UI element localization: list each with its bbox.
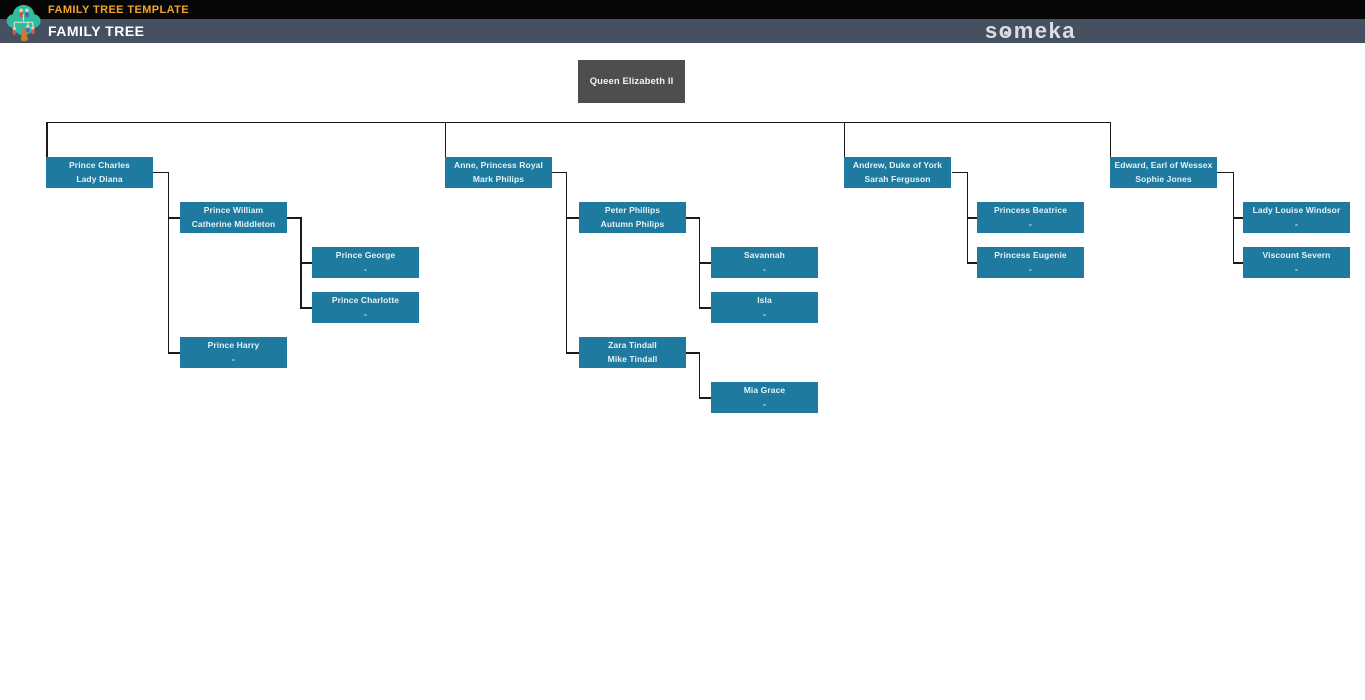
connector xyxy=(1109,121,1111,157)
node-prince-harry[interactable]: Prince Harry - xyxy=(180,337,287,368)
connector xyxy=(552,171,567,173)
person-name: Zara Tindall xyxy=(608,340,657,350)
brand-text: s xyxy=(985,18,999,43)
person-name: Prince William xyxy=(203,205,264,215)
connector xyxy=(167,171,169,354)
node-prince-charlotte[interactable]: Prince Charlotte - xyxy=(312,292,419,323)
person-spouse: Lady Diana xyxy=(76,173,123,184)
person-name: Queen Elizabeth II xyxy=(589,75,674,87)
person-spouse: - xyxy=(763,398,766,409)
connector xyxy=(46,121,1111,123)
node-anne-princess-royal[interactable]: Anne, Princess Royal Mark Philips xyxy=(445,157,552,188)
person-spouse: Catherine Middleton xyxy=(191,218,276,229)
person-name: Andrew, Duke of York xyxy=(852,160,943,170)
node-princess-eugenie[interactable]: Princess Eugenie - xyxy=(977,247,1084,278)
person-name: Mia Grace xyxy=(743,385,786,395)
node-princess-beatrice[interactable]: Princess Beatrice - xyxy=(977,202,1084,233)
header-top-bar: FAMILY TREE TEMPLATE xyxy=(0,0,1365,19)
connector xyxy=(565,352,579,354)
connector xyxy=(167,217,180,219)
person-name: Savannah xyxy=(744,250,785,260)
person-spouse: Sophie Jones xyxy=(1135,173,1192,184)
connector xyxy=(686,217,700,219)
person-spouse: - xyxy=(232,353,235,364)
connector xyxy=(952,171,968,173)
person-name: Isla xyxy=(757,295,772,305)
person-name: Viscount Severn xyxy=(1262,250,1331,260)
connector xyxy=(698,262,712,264)
node-andrew-duke-of-york[interactable]: Andrew, Duke of York Sarah Ferguson xyxy=(844,157,951,188)
person-spouse: - xyxy=(1295,263,1298,274)
connector xyxy=(287,217,301,219)
node-isla[interactable]: Isla - xyxy=(711,292,818,323)
connector xyxy=(444,121,446,157)
person-name: Lady Louise Windsor xyxy=(1252,205,1341,215)
person-spouse: - xyxy=(364,263,367,274)
person-spouse: - xyxy=(763,308,766,319)
node-zara-tindall[interactable]: Zara Tindall Mike Tindall xyxy=(579,337,686,368)
brand-text: meka xyxy=(1013,18,1076,43)
page-title: FAMILY TREE xyxy=(48,23,145,39)
template-title: FAMILY TREE TEMPLATE xyxy=(48,4,190,16)
person-spouse: Sarah Ferguson xyxy=(864,173,931,184)
connector xyxy=(698,307,712,309)
connector xyxy=(153,171,169,173)
person-spouse: - xyxy=(763,263,766,274)
node-lady-louise-windsor[interactable]: Lady Louise Windsor - xyxy=(1243,202,1350,233)
person-name: Edward, Earl of Wessex xyxy=(1114,160,1213,170)
connector xyxy=(686,352,700,354)
person-name: Prince George xyxy=(335,250,396,260)
connector xyxy=(966,262,978,264)
person-name: Princess Eugenie xyxy=(994,250,1067,260)
node-savannah[interactable]: Savannah - xyxy=(711,247,818,278)
node-viscount-severn[interactable]: Viscount Severn - xyxy=(1243,247,1350,278)
connector xyxy=(966,217,978,219)
connector xyxy=(1232,262,1244,264)
person-name: Prince Harry xyxy=(207,340,260,350)
person-name: Prince Charlotte xyxy=(331,295,400,305)
person-name: Princess Beatrice xyxy=(993,205,1068,215)
person-spouse: Mark Philips xyxy=(472,173,525,184)
person-spouse: - xyxy=(364,308,367,319)
person-spouse: - xyxy=(1029,263,1032,274)
node-peter-phillips[interactable]: Peter Phillips Autumn Philips xyxy=(579,202,686,233)
connector xyxy=(46,121,48,157)
person-name: Prince Charles xyxy=(69,160,130,170)
connector xyxy=(1217,171,1234,173)
node-queen-elizabeth-ii[interactable]: Queen Elizabeth II xyxy=(578,60,685,103)
connector xyxy=(300,262,312,264)
person-spouse: - xyxy=(1295,218,1298,229)
someka-logo[interactable]: someka xyxy=(985,19,1076,43)
connector xyxy=(1232,217,1244,219)
node-prince-william[interactable]: Prince William Catherine Middleton xyxy=(180,202,287,233)
person-name: Peter Phillips xyxy=(604,205,661,215)
node-mia-grace[interactable]: Mia Grace - xyxy=(711,382,818,413)
connector xyxy=(565,217,579,219)
family-tree-logo-icon xyxy=(6,4,41,42)
node-edward-earl-of-wessex[interactable]: Edward, Earl of Wessex Sophie Jones xyxy=(1110,157,1217,188)
person-spouse: Autumn Philips xyxy=(600,218,665,229)
person-spouse: Mike Tindall xyxy=(607,353,658,364)
connector xyxy=(843,121,845,157)
header-main-bar: FAMILY TREE someka xyxy=(0,19,1365,43)
connector xyxy=(698,397,712,399)
node-prince-charles[interactable]: Prince Charles Lady Diana xyxy=(46,157,153,188)
connector xyxy=(565,171,567,354)
connector xyxy=(698,352,700,399)
connector xyxy=(167,352,180,354)
person-name: Anne, Princess Royal xyxy=(454,160,543,170)
connector xyxy=(300,307,312,309)
person-spouse: - xyxy=(1029,218,1032,229)
brand-o-dot: o xyxy=(998,18,1014,43)
node-prince-george[interactable]: Prince George - xyxy=(312,247,419,278)
